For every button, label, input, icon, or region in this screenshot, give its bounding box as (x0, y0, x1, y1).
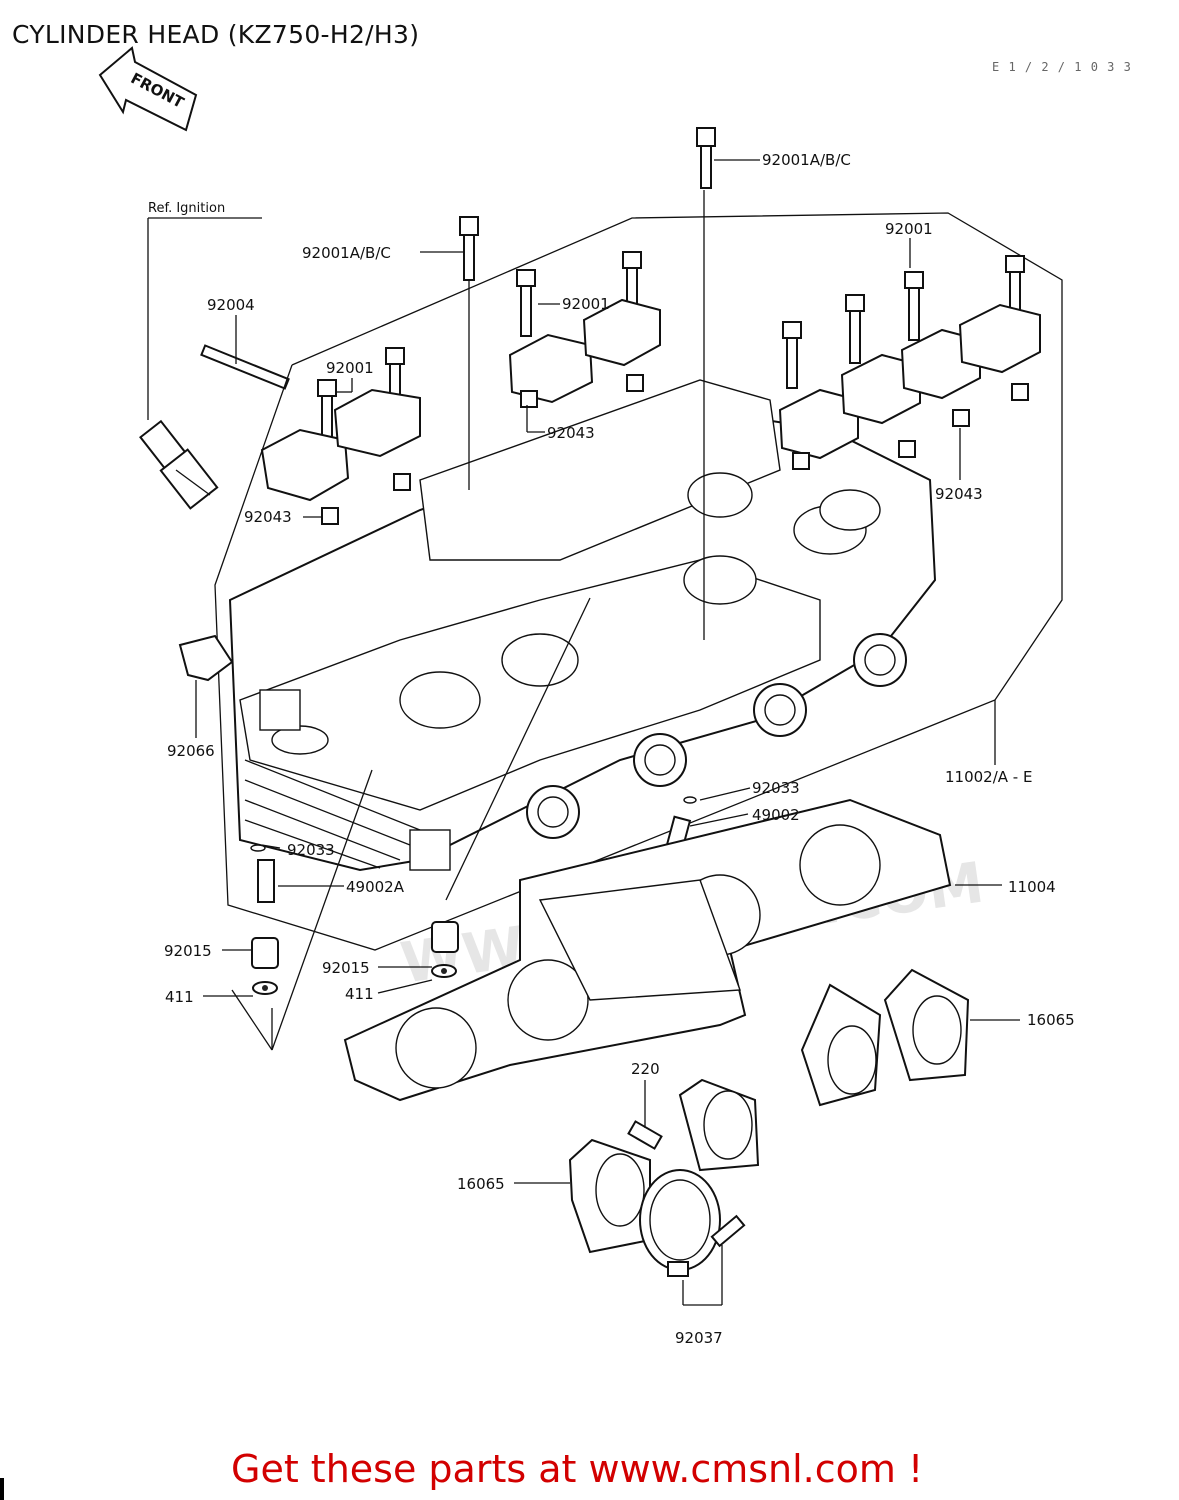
callout-92043-left: 92043 (244, 508, 292, 526)
callout-92033-left: 92033 (287, 841, 335, 859)
callout-92043-mid: 92043 (547, 424, 595, 442)
callout-49002A: 49002A (346, 878, 405, 896)
bolt-220 (627, 1120, 663, 1150)
footer-promo-link[interactable]: Get these parts at www.cmsnl.com ! (231, 1447, 924, 1491)
callout-92001abc-left: 92001A/B/C (302, 244, 391, 262)
callout-11004: 11004 (1008, 878, 1056, 896)
callout-92001-left: 92001 (326, 359, 374, 377)
cam-cap-bolts (317, 127, 1025, 445)
callout-92001-mid: 92001 (562, 295, 610, 313)
ref-ignition-label: Ref. Ignition (148, 201, 225, 216)
leader-lines (195, 159, 1020, 1306)
bolt-7 (904, 271, 924, 341)
bolt-4 (622, 251, 642, 319)
callout-92015-mid: 92015 (322, 959, 370, 977)
dowels-92043 (321, 374, 1029, 525)
callout-92066: 92066 (167, 742, 215, 760)
dowel-pin-92004 (200, 344, 290, 390)
edge-mark (0, 1478, 4, 1500)
callout-16065-right: 16065 (1027, 1011, 1075, 1029)
bolt-5 (782, 321, 802, 389)
callout-labels: 92001A/B/C 92001A/B/C 92001 92004 92001 … (164, 151, 1075, 1347)
camshaft-caps (260, 298, 1041, 502)
clamp-screw (710, 1214, 746, 1248)
bolt-6 (845, 294, 865, 364)
bolt-1 (317, 379, 337, 445)
callout-92037: 92037 (675, 1329, 723, 1347)
bolt-3 (516, 269, 536, 337)
head-assembly-outline (214, 212, 1063, 951)
clamp-92037 (639, 1169, 721, 1277)
callout-92043-right: 92043 (935, 485, 983, 503)
callout-92001-right: 92001 (885, 220, 933, 238)
front-arrow: FRONT (98, 46, 198, 132)
callout-220: 220 (631, 1060, 660, 1078)
diagram-title: CYLINDER HEAD (KZ750-H2/H3) (12, 20, 420, 49)
callout-16065-left: 16065 (457, 1175, 505, 1193)
callout-11002: 11002/A - E (945, 768, 1032, 786)
callout-92001abc-top: 92001A/B/C (762, 151, 851, 169)
intake-holders-16065 (568, 968, 970, 1254)
callout-92004: 92004 (207, 296, 255, 314)
spark-plug (139, 419, 219, 510)
bolt-2 (385, 347, 405, 415)
callout-92033-right: 92033 (752, 779, 800, 797)
plug-92066 (178, 634, 234, 682)
callout-49002: 49002 (752, 806, 800, 824)
bolt-8 (1005, 255, 1025, 323)
figure-code: E 1 / 2 / 1 0 3 3 (992, 60, 1132, 74)
cylinder-head-body (228, 379, 937, 872)
head-gasket-11004 (343, 798, 952, 1102)
callout-411-mid: 411 (345, 985, 374, 1003)
callout-411-left: 411 (165, 988, 194, 1006)
ref-ignition-group: Ref. Ignition (147, 201, 262, 420)
exploded-parts-diagram: WWW.CMSNL.COM FRONT Ref. Ignition (98, 46, 1075, 1347)
bolt-92001abc-top (696, 127, 716, 189)
callout-92015-left: 92015 (164, 942, 212, 960)
bolt-92001abc-left (459, 216, 479, 281)
lower-small-parts (250, 796, 697, 995)
